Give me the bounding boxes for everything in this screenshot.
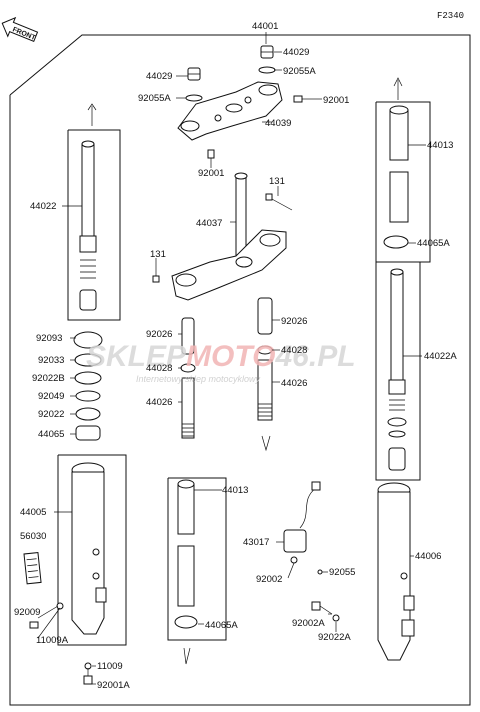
label-11009A: 11009A <box>36 635 69 646</box>
bolt-131-upper <box>265 193 293 211</box>
label-44013-lower: 44013 <box>222 485 248 496</box>
label-92001-right: 92001 <box>323 95 349 106</box>
label-44029-left: 44029 <box>146 71 172 82</box>
label-44006: 44006 <box>415 551 441 562</box>
label-plate-56030 <box>23 551 42 585</box>
leader-lines <box>37 32 426 685</box>
fork-tube-right-upper-frame <box>375 101 431 263</box>
label-92055: 92055 <box>329 567 355 578</box>
spring-44026-left <box>181 377 195 439</box>
outer-tube-44005 <box>71 462 107 635</box>
fork-tube-44013-upper <box>383 105 409 249</box>
watermark-brand-middle: MOTO <box>186 340 275 373</box>
watermark-tagline: Internetowy sklep motocyklowy <box>136 374 261 384</box>
label-56030: 56030 <box>20 531 46 542</box>
clip-92055 <box>317 569 323 575</box>
spring-44026-right <box>257 359 273 421</box>
washer-11009A <box>56 602 64 610</box>
svg-text:SKLEPMOTO46.PL: SKLEPMOTO46.PL <box>86 340 356 373</box>
washer-92055A-top <box>258 66 276 74</box>
label-92026-right: 92026 <box>281 316 307 327</box>
washer-92055A-left <box>185 94 203 102</box>
label-92022A: 92022A <box>318 632 351 643</box>
bolt-131-left <box>152 262 160 283</box>
label-43017: 43017 <box>243 537 269 548</box>
label-44037: 44037 <box>196 218 222 229</box>
label-92002: 92002 <box>256 574 282 585</box>
fork-tube-44013-lower <box>174 479 198 629</box>
bolt-92002A <box>311 601 333 615</box>
direction-arrow-icon <box>87 77 403 665</box>
spacer-92026-right <box>257 297 273 335</box>
label-92009: 92009 <box>14 607 40 618</box>
label-92033: 92033 <box>38 355 64 366</box>
label-44001: 44001 <box>252 21 278 32</box>
fork-tube-left-frame <box>67 129 121 321</box>
label-92001-left: 92001 <box>198 168 224 179</box>
label-92026-left: 92026 <box>146 329 172 340</box>
bolt-92001-right <box>293 95 314 103</box>
diagram-code: F2340 <box>437 11 464 21</box>
outer-tube-44006 <box>377 482 415 661</box>
label-44026-right: 44026 <box>281 378 307 389</box>
label-92055A-top: 92055A <box>283 66 316 77</box>
fork-inner-44022A <box>387 268 407 471</box>
fork-tube-lower-frame <box>167 477 227 641</box>
bolt-92009 <box>29 621 39 629</box>
fork-inner-right-frame <box>375 261 421 481</box>
label-92049: 92049 <box>38 391 64 402</box>
outer-tube-left-frame <box>57 454 127 646</box>
front-arrow-icon: FRONT <box>1 16 39 42</box>
label-92055A-left: 92055A <box>138 93 171 104</box>
oil-seal-stack <box>73 331 103 441</box>
label-44013-upper: 44013 <box>427 140 453 151</box>
label-92001A: 92001A <box>97 680 130 691</box>
upper-bracket-44039 <box>177 81 283 141</box>
label-131-upper: 131 <box>269 176 285 187</box>
label-92002A: 92002A <box>292 618 325 629</box>
label-131-left: 131 <box>150 249 166 260</box>
label-44026-left: 44026 <box>146 397 172 408</box>
label-44065: 44065 <box>38 429 64 440</box>
label-44065A-upper: 44065A <box>417 238 450 249</box>
label-11009: 11009 <box>97 661 123 672</box>
label-92022B: 92022B <box>32 373 65 384</box>
spacer-92026-left <box>181 317 195 355</box>
assembly-frame <box>9 34 471 706</box>
part-labels: 44001 44029 92055A 44029 92055A 92001 44… <box>14 21 457 691</box>
cap-44029-left <box>187 67 201 81</box>
steering-stem-44037 <box>171 172 287 301</box>
label-44022: 44022 <box>30 201 56 212</box>
label-44065A-lower: 44065A <box>205 620 238 631</box>
label-44005: 44005 <box>20 507 46 518</box>
watermark-brand-left: SKLEP <box>86 340 187 373</box>
label-44028-left: 44028 <box>146 363 172 374</box>
cap-44029-top <box>260 45 274 59</box>
washer-92022A <box>332 614 340 622</box>
label-44039: 44039 <box>265 118 291 129</box>
label-92022: 92022 <box>38 409 64 420</box>
watermark: SKLEPMOTO46.PL Internetowy sklep motocyk… <box>86 340 356 384</box>
label-44028-right: 44028 <box>281 345 307 356</box>
fork-inner-tube-44022 <box>79 140 97 311</box>
watermark-brand-right: 46.PL <box>274 340 355 373</box>
bolt-92001A <box>83 668 93 685</box>
sensor-43017 <box>283 481 321 564</box>
bolt-92001-left <box>207 149 215 166</box>
label-44029-top: 44029 <box>283 47 309 58</box>
label-44022A: 44022A <box>424 351 457 362</box>
label-92093: 92093 <box>36 333 62 344</box>
